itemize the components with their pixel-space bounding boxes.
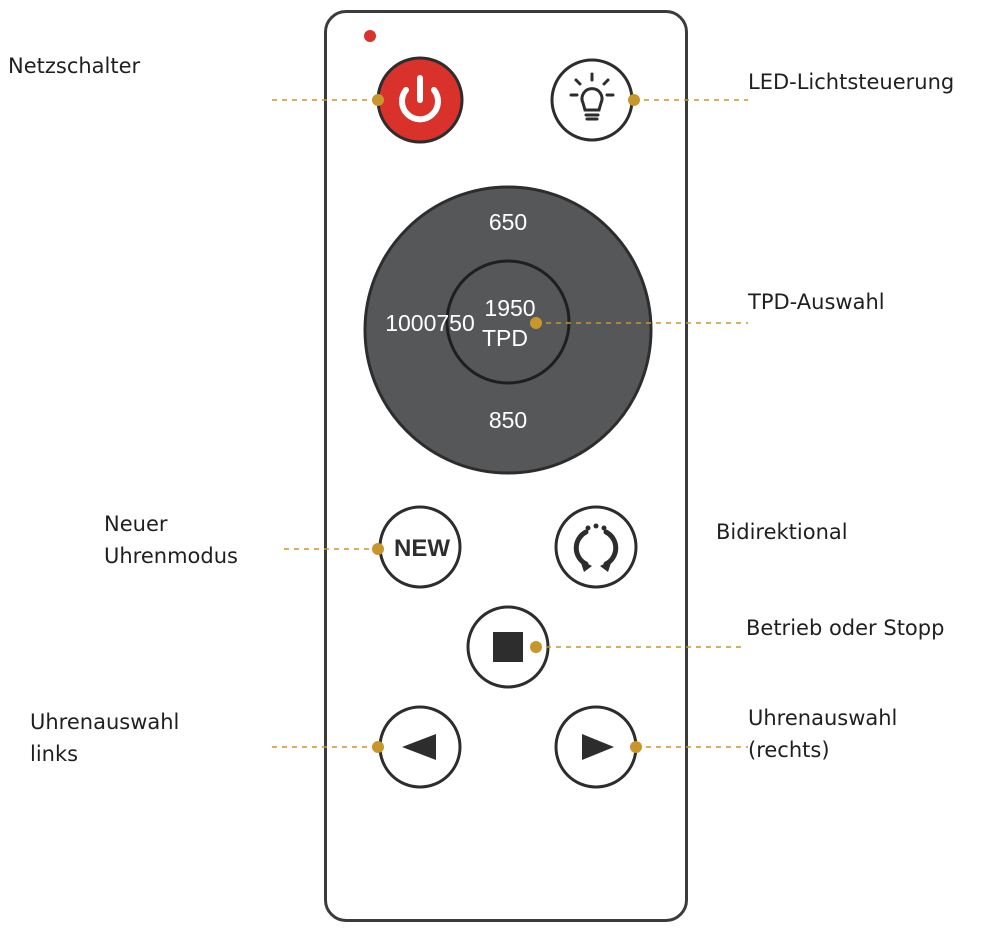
leader-dot-left xyxy=(372,741,384,753)
label-watch-left-line2: links xyxy=(30,742,79,766)
label-tpd: TPD-Auswahl xyxy=(748,286,885,318)
new-mode-button[interactable]: NEW xyxy=(378,505,462,589)
rotate-arrows-icon xyxy=(573,523,619,572)
dial-top-value[interactable]: 650 xyxy=(489,209,527,235)
tpd-dial: 650 850 1000750 1950 TPD xyxy=(363,185,653,475)
power-icon xyxy=(399,75,441,123)
leader-dot-led xyxy=(628,94,640,106)
dial-center-unit: TPD xyxy=(482,325,528,351)
label-run-stop: Betrieb oder Stopp xyxy=(746,612,944,644)
triangle-right-icon xyxy=(582,734,614,760)
leader-dots xyxy=(372,94,642,753)
run-stop-button[interactable] xyxy=(466,605,550,689)
label-bidirectional-text: Bidirektional xyxy=(716,520,848,544)
label-new-mode-line2: Uhrenmodus xyxy=(104,544,238,568)
dial-center-button[interactable] xyxy=(445,259,571,385)
label-led: LED-Lichtsteuerung xyxy=(748,66,954,98)
power-button[interactable] xyxy=(376,56,464,144)
watch-right-button[interactable] xyxy=(554,705,638,789)
dial-bottom-value[interactable]: 850 xyxy=(489,407,527,433)
label-led-text: LED-Lichtsteuerung xyxy=(748,70,955,94)
leader-dot-run-stop xyxy=(530,641,542,653)
bidirectional-button[interactable] xyxy=(554,505,638,589)
leader-dot-new xyxy=(372,543,384,555)
label-new-mode: Neuer Uhrenmodus xyxy=(104,508,238,572)
label-power: Netzschalter xyxy=(8,50,140,82)
leader-dot-power xyxy=(372,94,384,106)
indicator-led xyxy=(364,30,376,42)
lightbulb-icon xyxy=(569,72,615,121)
label-new-mode-line1: Neuer xyxy=(104,512,168,536)
square-stop-icon xyxy=(493,632,523,662)
leader-dot-tpd xyxy=(530,317,542,329)
label-watch-right-line2: (rechts) xyxy=(748,738,830,762)
label-run-stop-text: Betrieb oder Stopp xyxy=(746,616,945,640)
new-button-label: NEW xyxy=(394,535,450,562)
triangle-left-icon xyxy=(402,734,436,760)
led-light-button[interactable] xyxy=(550,58,634,142)
dial-left-value[interactable]: 1000750 xyxy=(385,310,475,336)
leader-dot-right xyxy=(630,741,642,753)
label-power-text: Netzschalter xyxy=(8,54,141,78)
label-tpd-text: TPD-Auswahl xyxy=(748,290,885,314)
label-bidirectional: Bidirektional xyxy=(716,516,848,548)
dial-center-value: 1950 xyxy=(484,295,535,321)
label-watch-right-line1: Uhrenauswahl xyxy=(748,706,898,730)
leader-lines xyxy=(272,99,748,748)
watch-left-button[interactable] xyxy=(378,705,462,789)
label-watch-left-line1: Uhrenauswahl xyxy=(30,710,180,734)
label-watch-left: Uhrenauswahl links xyxy=(30,706,179,770)
label-watch-right: Uhrenauswahl (rechts) xyxy=(748,702,897,766)
